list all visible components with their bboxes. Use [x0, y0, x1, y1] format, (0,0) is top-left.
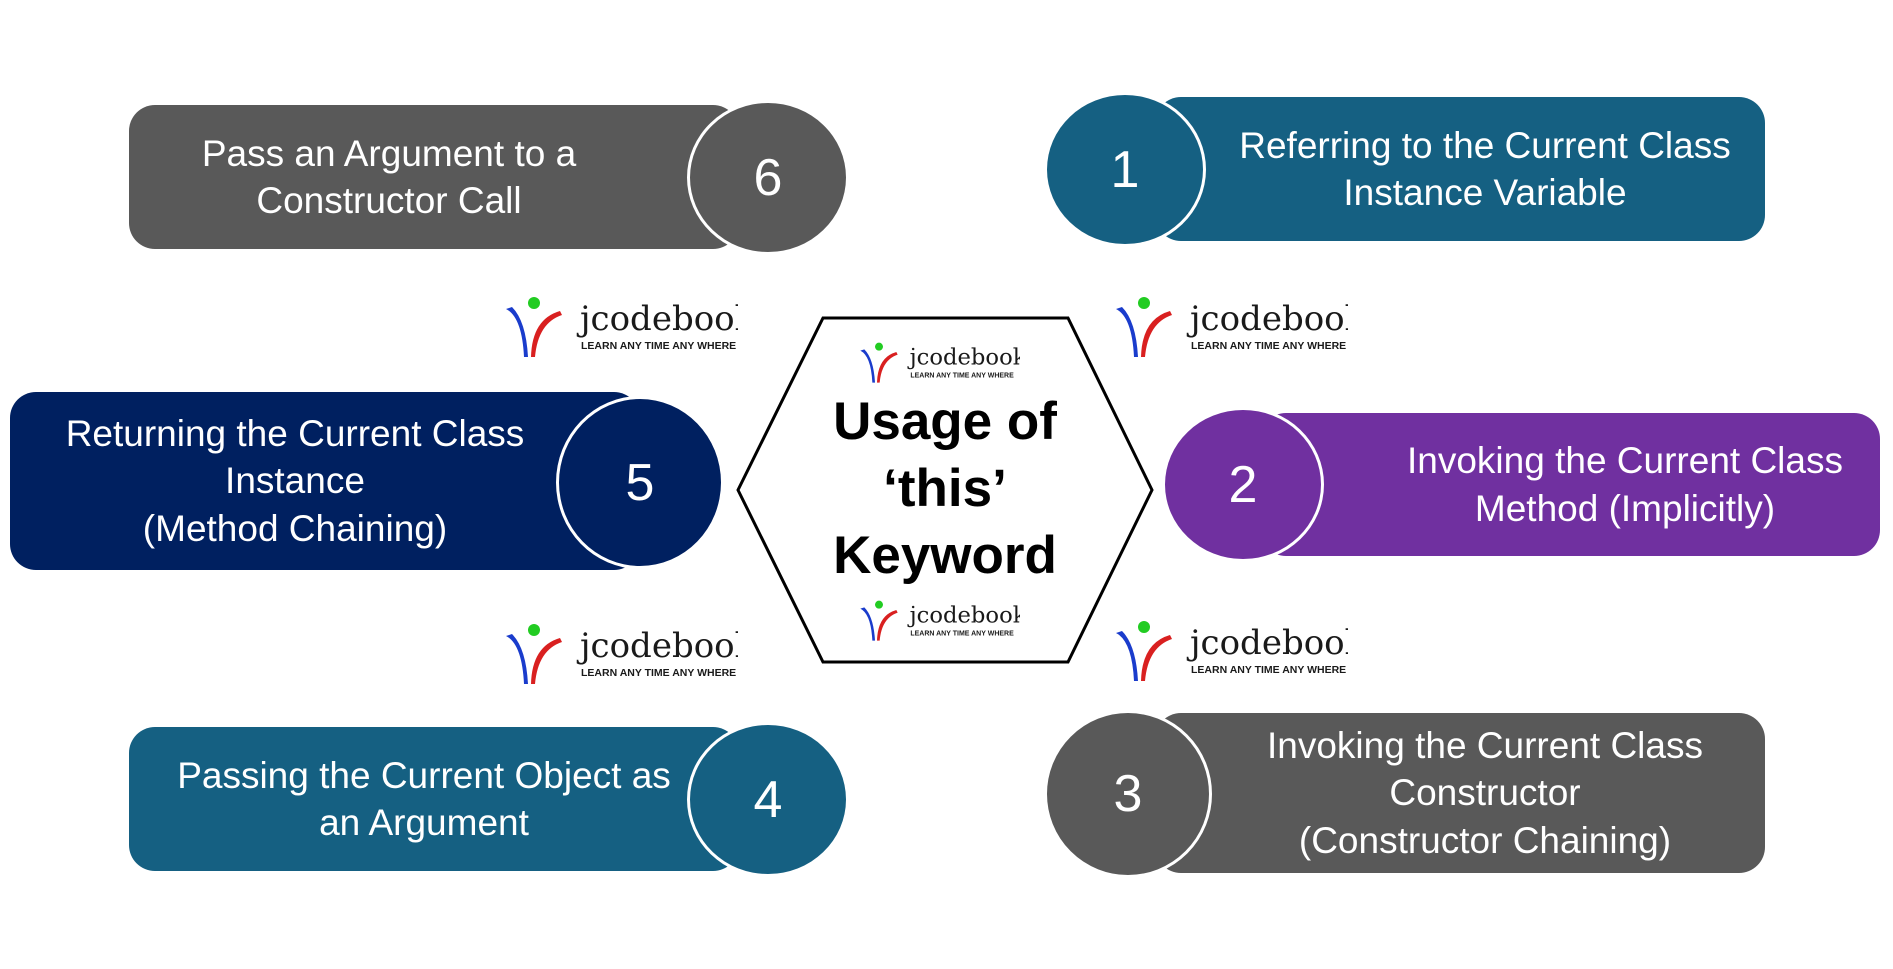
item-1-text: Referring to the Current Class Instance …	[1239, 122, 1730, 217]
logo-mark-icon	[1116, 621, 1172, 681]
item-4-card: Passing the Current Object as an Argumen…	[129, 727, 739, 871]
item-1-card: Referring to the Current Class Instance …	[1155, 97, 1765, 241]
logo-brand: jcodebook	[576, 626, 738, 666]
item-5-line-2: Instance	[225, 460, 365, 502]
item-5-line-3: (Method Chaining)	[142, 507, 448, 549]
logo-tagline: LEARN ANY TIME ANY WHERE	[581, 340, 736, 352]
item-2-text: Invoking the Current Class Method (Impli…	[1407, 437, 1843, 532]
logo-brand: jcodebook	[907, 603, 1020, 629]
item-5-text: Returning the Current Class Instance (Me…	[66, 410, 525, 552]
logo-tagline: LEARN ANY TIME ANY WHERE	[910, 630, 1014, 637]
item-6-text: Pass an Argument to a Constructor Call	[202, 130, 576, 225]
item-2-line-1: Invoking the Current Class	[1407, 440, 1843, 482]
logo-tagline: LEARN ANY TIME ANY WHERE	[581, 667, 736, 679]
jcodebook-logo: jcodebook LEARN ANY TIME ANY WHERE	[506, 624, 738, 684]
logo-brand: jcodebook	[1186, 623, 1348, 663]
item-4-line-1: Passing the Current Object as	[177, 754, 671, 796]
item-2-card: Invoking the Current Class Method (Impli…	[1260, 413, 1880, 556]
logo-brand: jcodebook	[1186, 299, 1348, 339]
item-4-text: Passing the Current Object as an Argumen…	[177, 752, 671, 847]
logo-brand: jcodebook	[576, 299, 738, 339]
jcodebook-logo-small: jcodebook LEARN ANY TIME ANY WHERE	[860, 600, 1020, 641]
item-6-card: Pass an Argument to a Constructor Call	[129, 105, 739, 249]
item-2-number-badge: 2	[1162, 407, 1324, 562]
logo-tagline: LEARN ANY TIME ANY WHERE	[910, 372, 1014, 379]
logo-brand: jcodebook	[907, 345, 1020, 371]
item-1-number-badge: 1	[1044, 92, 1206, 247]
jcodebook-logo-small: jcodebook LEARN ANY TIME ANY WHERE	[860, 342, 1020, 383]
item-3-number-badge: 3	[1044, 710, 1212, 878]
logo-tagline: LEARN ANY TIME ANY WHERE	[1191, 664, 1346, 676]
item-5-line-1: Returning the Current Class	[65, 412, 525, 454]
item-2-line-2: Method (Implicitly)	[1474, 487, 1776, 529]
item-1-line-1: Referring to the Current Class	[1239, 124, 1731, 166]
logo-tagline: LEARN ANY TIME ANY WHERE	[1191, 340, 1346, 352]
logo-mark-icon	[860, 600, 898, 641]
center-title-line-3: Keyword	[833, 526, 1057, 585]
item-3-text: Invoking the Current Class Constructor (…	[1267, 722, 1703, 864]
center-title-line-1: Usage of	[833, 392, 1057, 451]
item-4-number-badge: 4	[687, 722, 849, 877]
item-6-line-1: Pass an Argument to a	[201, 132, 577, 174]
jcodebook-logo: jcodebook LEARN ANY TIME ANY WHERE	[1116, 621, 1348, 681]
item-3-line-3: (Constructor Chaining)	[1298, 819, 1672, 861]
item-6-number-badge: 6	[687, 100, 849, 255]
item-6-line-2: Constructor Call	[256, 180, 522, 221]
jcodebook-logo: jcodebook LEARN ANY TIME ANY WHERE	[1116, 297, 1348, 357]
item-3-line-2: Constructor	[1389, 772, 1581, 814]
logo-mark-icon	[506, 624, 562, 684]
item-4-line-2: an Argument	[319, 802, 529, 843]
item-3-line-1: Invoking the Current Class	[1267, 724, 1703, 766]
center-title-line-2: ‘this’	[883, 459, 1007, 518]
jcodebook-logo: jcodebook LEARN ANY TIME ANY WHERE	[506, 297, 738, 357]
center-title: Usage of ‘this’ Keyword	[800, 388, 1090, 589]
logo-mark-icon	[860, 342, 898, 383]
item-5-card: Returning the Current Class Instance (Me…	[10, 392, 640, 570]
item-1-line-2: Instance Variable	[1343, 172, 1627, 213]
logo-mark-icon	[506, 297, 562, 357]
item-5-number-badge: 5	[556, 396, 724, 569]
logo-mark-icon	[1116, 297, 1172, 357]
item-3-card: Invoking the Current Class Constructor (…	[1155, 713, 1765, 873]
